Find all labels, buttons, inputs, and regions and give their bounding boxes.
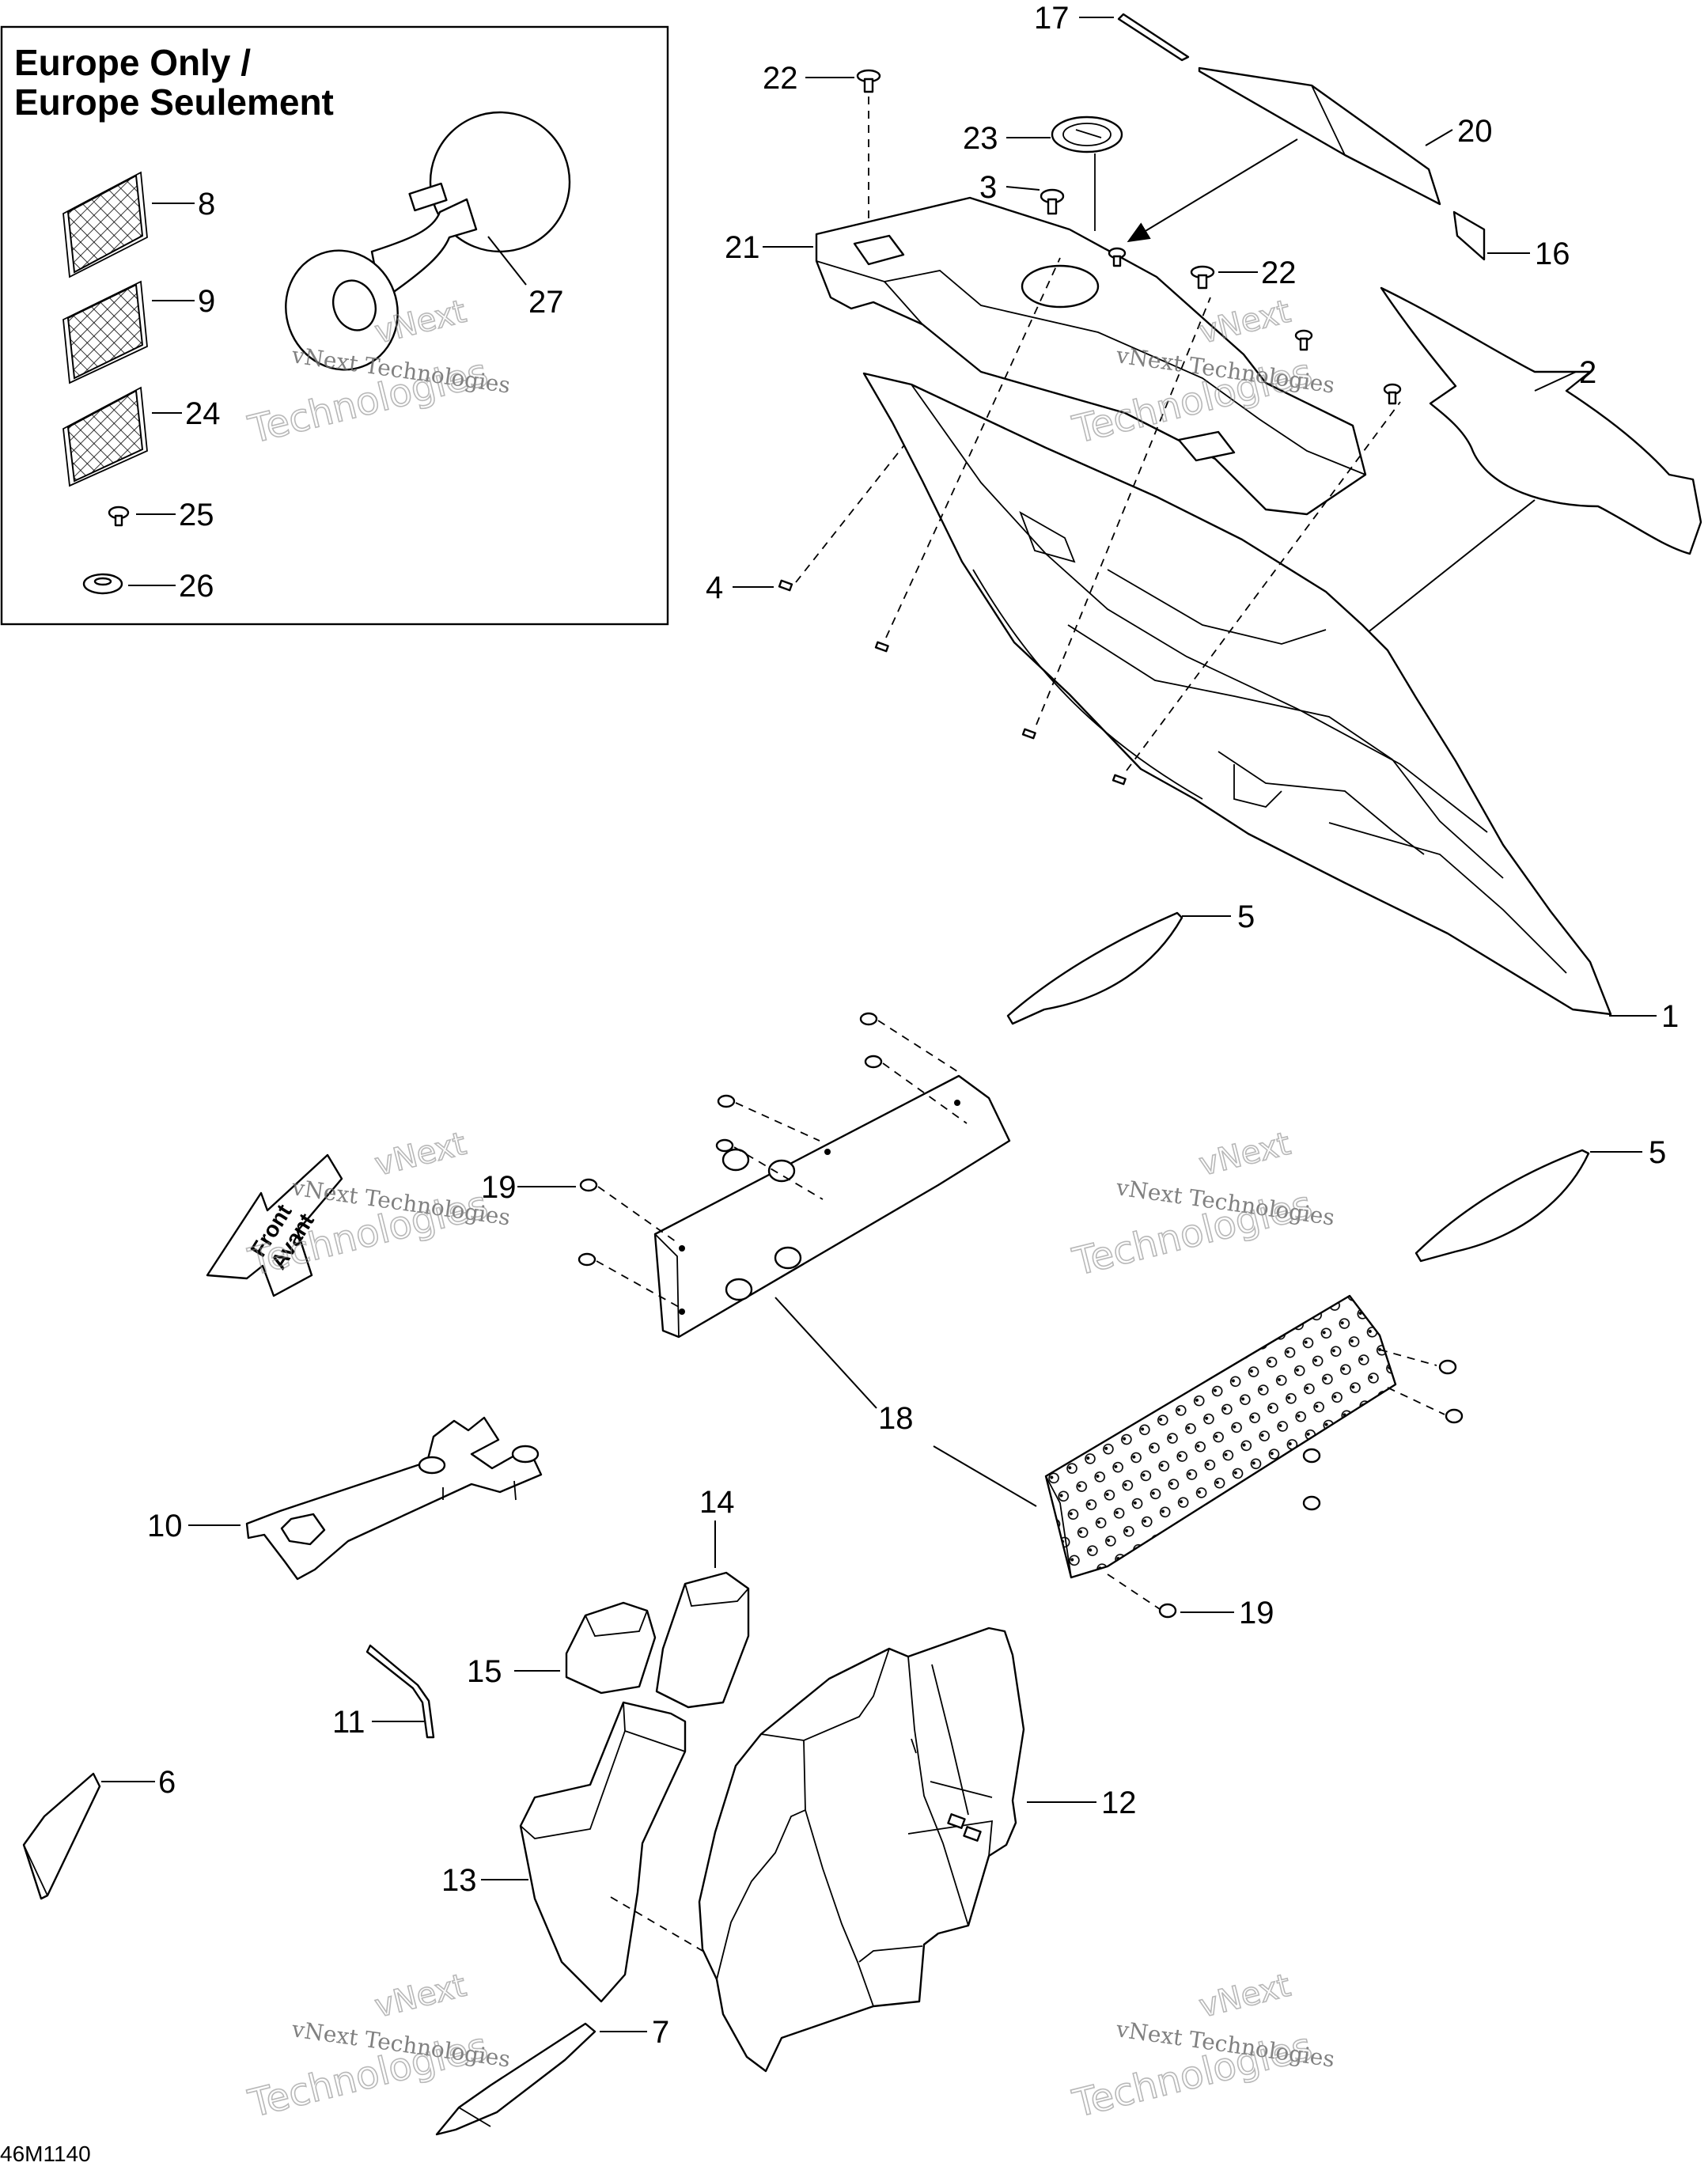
part-14-pad bbox=[655, 1571, 750, 1709]
label-16: 16 bbox=[1535, 237, 1570, 271]
label-24: 24 bbox=[185, 396, 221, 431]
label-5-lower: 5 bbox=[1649, 1135, 1666, 1170]
label-25: 25 bbox=[179, 498, 214, 532]
label-20: 20 bbox=[1457, 114, 1493, 149]
label-12: 12 bbox=[1101, 1786, 1137, 1820]
part-26-washer bbox=[82, 573, 123, 595]
part-18-footrest-right bbox=[1044, 1294, 1397, 1579]
label-4: 4 bbox=[706, 570, 723, 605]
part-22-screw-right bbox=[1190, 265, 1215, 290]
part-6-decal bbox=[22, 1772, 101, 1900]
part-3-rivet bbox=[1040, 188, 1065, 215]
label-11: 11 bbox=[332, 1705, 365, 1740]
panel-rivets bbox=[1108, 247, 1402, 405]
part-22-screw-top bbox=[856, 69, 881, 93]
label-6: 6 bbox=[158, 1765, 176, 1800]
part-24-mesh-decal bbox=[62, 386, 148, 487]
label-23: 23 bbox=[963, 121, 998, 156]
part-9-mesh-decal bbox=[62, 280, 148, 384]
watermark-4: vNext vNext Technologies Technologies bbox=[1068, 1125, 1336, 1286]
part-7-decal bbox=[435, 2022, 596, 2136]
part-21-seat-cover bbox=[815, 196, 1402, 516]
label-17: 17 bbox=[1034, 1, 1070, 36]
watermark-brand: vNext bbox=[1195, 1967, 1294, 2025]
label-7: 7 bbox=[652, 2015, 669, 2050]
part-27-bulb-horn bbox=[285, 111, 571, 371]
part-10-wrench bbox=[245, 1416, 543, 1581]
watermark-brand: vNext bbox=[371, 1967, 470, 2025]
watermark-brand: vNext bbox=[1195, 293, 1294, 351]
watermark-brand: vNext bbox=[371, 1126, 470, 1183]
footrest-right-screws bbox=[1158, 1359, 1464, 1619]
watermark-brand: vNext bbox=[1195, 1126, 1294, 1183]
footrest-left-screws bbox=[578, 1012, 883, 1267]
part-17-decal bbox=[1117, 13, 1190, 62]
part-4-screw bbox=[778, 579, 793, 592]
label-10: 10 bbox=[147, 1509, 183, 1543]
label-27: 27 bbox=[528, 285, 564, 320]
label-21: 21 bbox=[725, 230, 760, 265]
label-15: 15 bbox=[467, 1654, 502, 1689]
part-1-body-panel bbox=[862, 372, 1612, 1016]
label-13: 13 bbox=[441, 1863, 477, 1898]
part-15-pad bbox=[565, 1601, 657, 1695]
label-5-upper: 5 bbox=[1237, 899, 1255, 934]
label-22-top: 22 bbox=[763, 61, 798, 96]
inset-title-line2: Europe Seulement bbox=[14, 81, 334, 123]
inset-title-line1: Europe Only / bbox=[14, 42, 251, 83]
watermark-6: vNext vNext Technologies Technologies bbox=[1068, 1967, 1336, 2127]
label-19-right: 19 bbox=[1239, 1596, 1274, 1630]
body-panel-screws bbox=[874, 641, 1127, 786]
part-23-cap-decal bbox=[1051, 116, 1123, 153]
label-3: 3 bbox=[979, 170, 997, 205]
label-8: 8 bbox=[198, 187, 215, 222]
part-16-decal bbox=[1452, 210, 1486, 261]
part-5-decal-lower bbox=[1414, 1149, 1590, 1263]
label-9: 9 bbox=[198, 284, 215, 319]
label-19-left: 19 bbox=[481, 1170, 517, 1205]
part-5-decal-upper bbox=[1006, 911, 1183, 1025]
part-20-decal bbox=[1198, 66, 1441, 206]
part-13-seat-pad bbox=[519, 1701, 687, 2003]
part-8-mesh-decal bbox=[62, 171, 148, 278]
label-22-right: 22 bbox=[1261, 256, 1297, 290]
part-18-footrest-left bbox=[653, 1074, 1011, 1339]
label-1: 1 bbox=[1661, 999, 1679, 1034]
label-2: 2 bbox=[1579, 355, 1596, 390]
part-11-hex-key bbox=[365, 1644, 435, 1739]
europe-inset: Europe Only / Europe Seulement 8 9 24 25 bbox=[0, 25, 669, 626]
part-2-decal bbox=[1380, 286, 1702, 555]
label-18: 18 bbox=[878, 1401, 914, 1436]
part-25-screw bbox=[108, 506, 130, 527]
label-26: 26 bbox=[179, 569, 214, 604]
part-12-storage-bin bbox=[698, 1627, 1025, 2073]
diagram-code: 46M1140 bbox=[0, 2142, 91, 2166]
label-14: 14 bbox=[699, 1485, 735, 1520]
